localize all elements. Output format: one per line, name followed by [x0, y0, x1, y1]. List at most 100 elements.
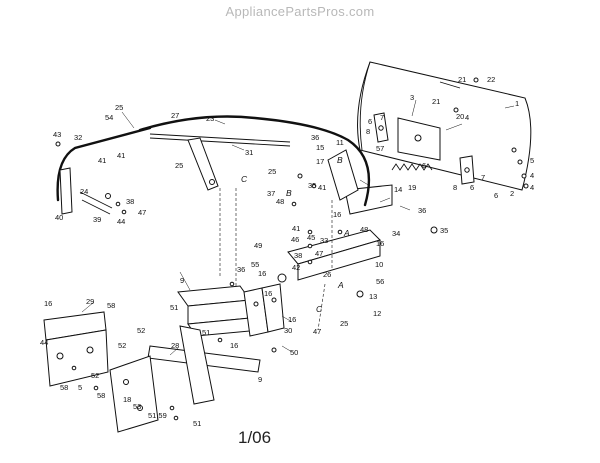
callout-51-upper: 51 — [170, 303, 178, 312]
callout-40: 40 — [55, 213, 63, 222]
callout-18: 18 — [123, 395, 131, 404]
callout-27: 27 — [171, 111, 179, 120]
callout-42: 42 — [292, 263, 300, 272]
ref-letter-c-lower: C — [316, 304, 323, 314]
ref-letter-b-lower: B — [286, 188, 292, 198]
callout-52-mid: 52 — [118, 341, 126, 350]
blade-moldboard — [357, 61, 532, 191]
callout-38-center: 38 — [294, 251, 302, 260]
callout-13: 13 — [369, 292, 377, 301]
pivot-bracket — [327, 149, 393, 215]
lift-arm — [187, 137, 219, 191]
hidden-link-lines — [219, 188, 333, 331]
callout-58-lower: 58 — [97, 391, 105, 400]
callout-55: 55 — [251, 260, 259, 269]
callout-8-right: 8 — [453, 183, 457, 192]
callout-9-top: 9 — [180, 276, 184, 285]
callout-50: 50 — [290, 348, 298, 357]
callout-52-top: 52 — [137, 326, 145, 335]
ref-letter-c-top: C — [241, 174, 248, 184]
callout-38-left: 38 — [126, 197, 134, 206]
callout-16-frame-b: 16 — [264, 289, 272, 298]
leader-lines — [81, 99, 515, 356]
callout-2: 2 — [510, 189, 514, 198]
callout-6-left: 6 — [368, 117, 372, 126]
lift-lever-assembly — [56, 126, 152, 215]
callout-4-lower: 4 — [530, 183, 534, 192]
callout-41-frame: 41 — [292, 224, 300, 233]
callout-6-far: 6 — [494, 191, 498, 200]
callout-26: 26 — [323, 270, 331, 279]
callout-10: 10 — [375, 260, 383, 269]
callout-16-frame-a: 16 — [258, 269, 266, 278]
center-mount-bracket — [243, 283, 285, 337]
callout-44-top: 44 — [117, 217, 125, 226]
callout-39: 39 — [93, 215, 101, 224]
callout-8-left: 8 — [366, 127, 370, 136]
callout-3: 3 — [410, 93, 414, 102]
callout-1: 1 — [515, 99, 519, 108]
callout-25-mid: 25 — [175, 161, 183, 170]
callout-25-top: 25 — [115, 103, 123, 112]
callout-25-lower: 25 — [340, 319, 348, 328]
callout-6-right: 6 — [470, 183, 474, 192]
callout-58-left: 58 — [60, 383, 68, 392]
callout-16-frame-c: 16 — [288, 315, 296, 324]
callout-48-left: 48 — [276, 197, 284, 206]
callout-20: 20 — [456, 112, 464, 121]
callout-47-left: 47 — [138, 208, 146, 217]
callout-30: 30 — [284, 326, 292, 335]
callout-47-lower: 47 — [313, 327, 321, 336]
callout-4-right: 4 — [530, 171, 534, 180]
callout-45: 45 — [307, 233, 315, 242]
callout-17: 17 — [316, 157, 324, 166]
callout-47-center: 47 — [315, 249, 323, 258]
callout-16-rail: 16 — [230, 341, 238, 350]
callout-32: 32 — [74, 133, 82, 142]
callout-31: 31 — [245, 148, 253, 157]
callout-5-left: 5 — [78, 383, 82, 392]
callout-21-top: 21 — [458, 75, 466, 84]
ref-letter-a-upper: A — [343, 228, 350, 238]
callout-54: 54 — [105, 113, 113, 122]
blade-mount-plate — [397, 117, 441, 161]
callout-49: 49 — [254, 241, 262, 250]
callout-16-right: 16 — [376, 239, 384, 248]
callout-21-mid: 21 — [432, 97, 440, 106]
left-mount-bracket — [43, 311, 109, 387]
lift-cable — [138, 115, 371, 207]
callout-35-right: 35 — [440, 226, 448, 235]
callout-24: 24 — [80, 187, 88, 196]
callout-28: 28 — [171, 341, 179, 350]
callout-15: 15 — [316, 143, 324, 152]
trip-bracket-left — [373, 112, 389, 143]
callout-36-right: 36 — [418, 206, 426, 215]
callout-19: 19 — [408, 183, 416, 192]
callout-25-right: 25 — [268, 167, 276, 176]
callout-52-lower: 52 — [91, 371, 99, 380]
trip-spring — [391, 163, 433, 171]
callout-43: 43 — [53, 130, 61, 139]
callout-41-lower: 41 — [98, 156, 106, 165]
lift-rod — [149, 133, 291, 143]
page-number: 1/06 — [238, 428, 272, 447]
callout-33: 33 — [320, 236, 328, 245]
callout-36-top: 36 — [311, 133, 319, 142]
trip-bracket-right — [459, 155, 475, 185]
callout-23: 23 — [206, 114, 214, 123]
callout-51-59: 51,59 — [148, 411, 167, 420]
callout-16-center: 16 — [333, 210, 341, 219]
callout-46: 46 — [291, 235, 299, 244]
callout-51-bottom: 51 — [193, 419, 201, 428]
callout-9-bottom: 9 — [258, 375, 262, 384]
callout-57: 57 — [376, 144, 384, 153]
callout-numbers: 1 2 3 4 4 4 5 5 6 6 6 6 7 7 8 8 9 9 10 1… — [40, 75, 534, 428]
callout-48-right: 48 — [360, 225, 368, 234]
callout-6-mid: 6 — [422, 161, 426, 170]
callout-11: 11 — [336, 138, 344, 147]
callout-5-right: 5 — [530, 156, 534, 165]
ref-letter-a-lower: A — [337, 280, 344, 290]
callout-35-top: 35 — [308, 181, 316, 190]
callout-58-top: 58 — [107, 301, 115, 310]
